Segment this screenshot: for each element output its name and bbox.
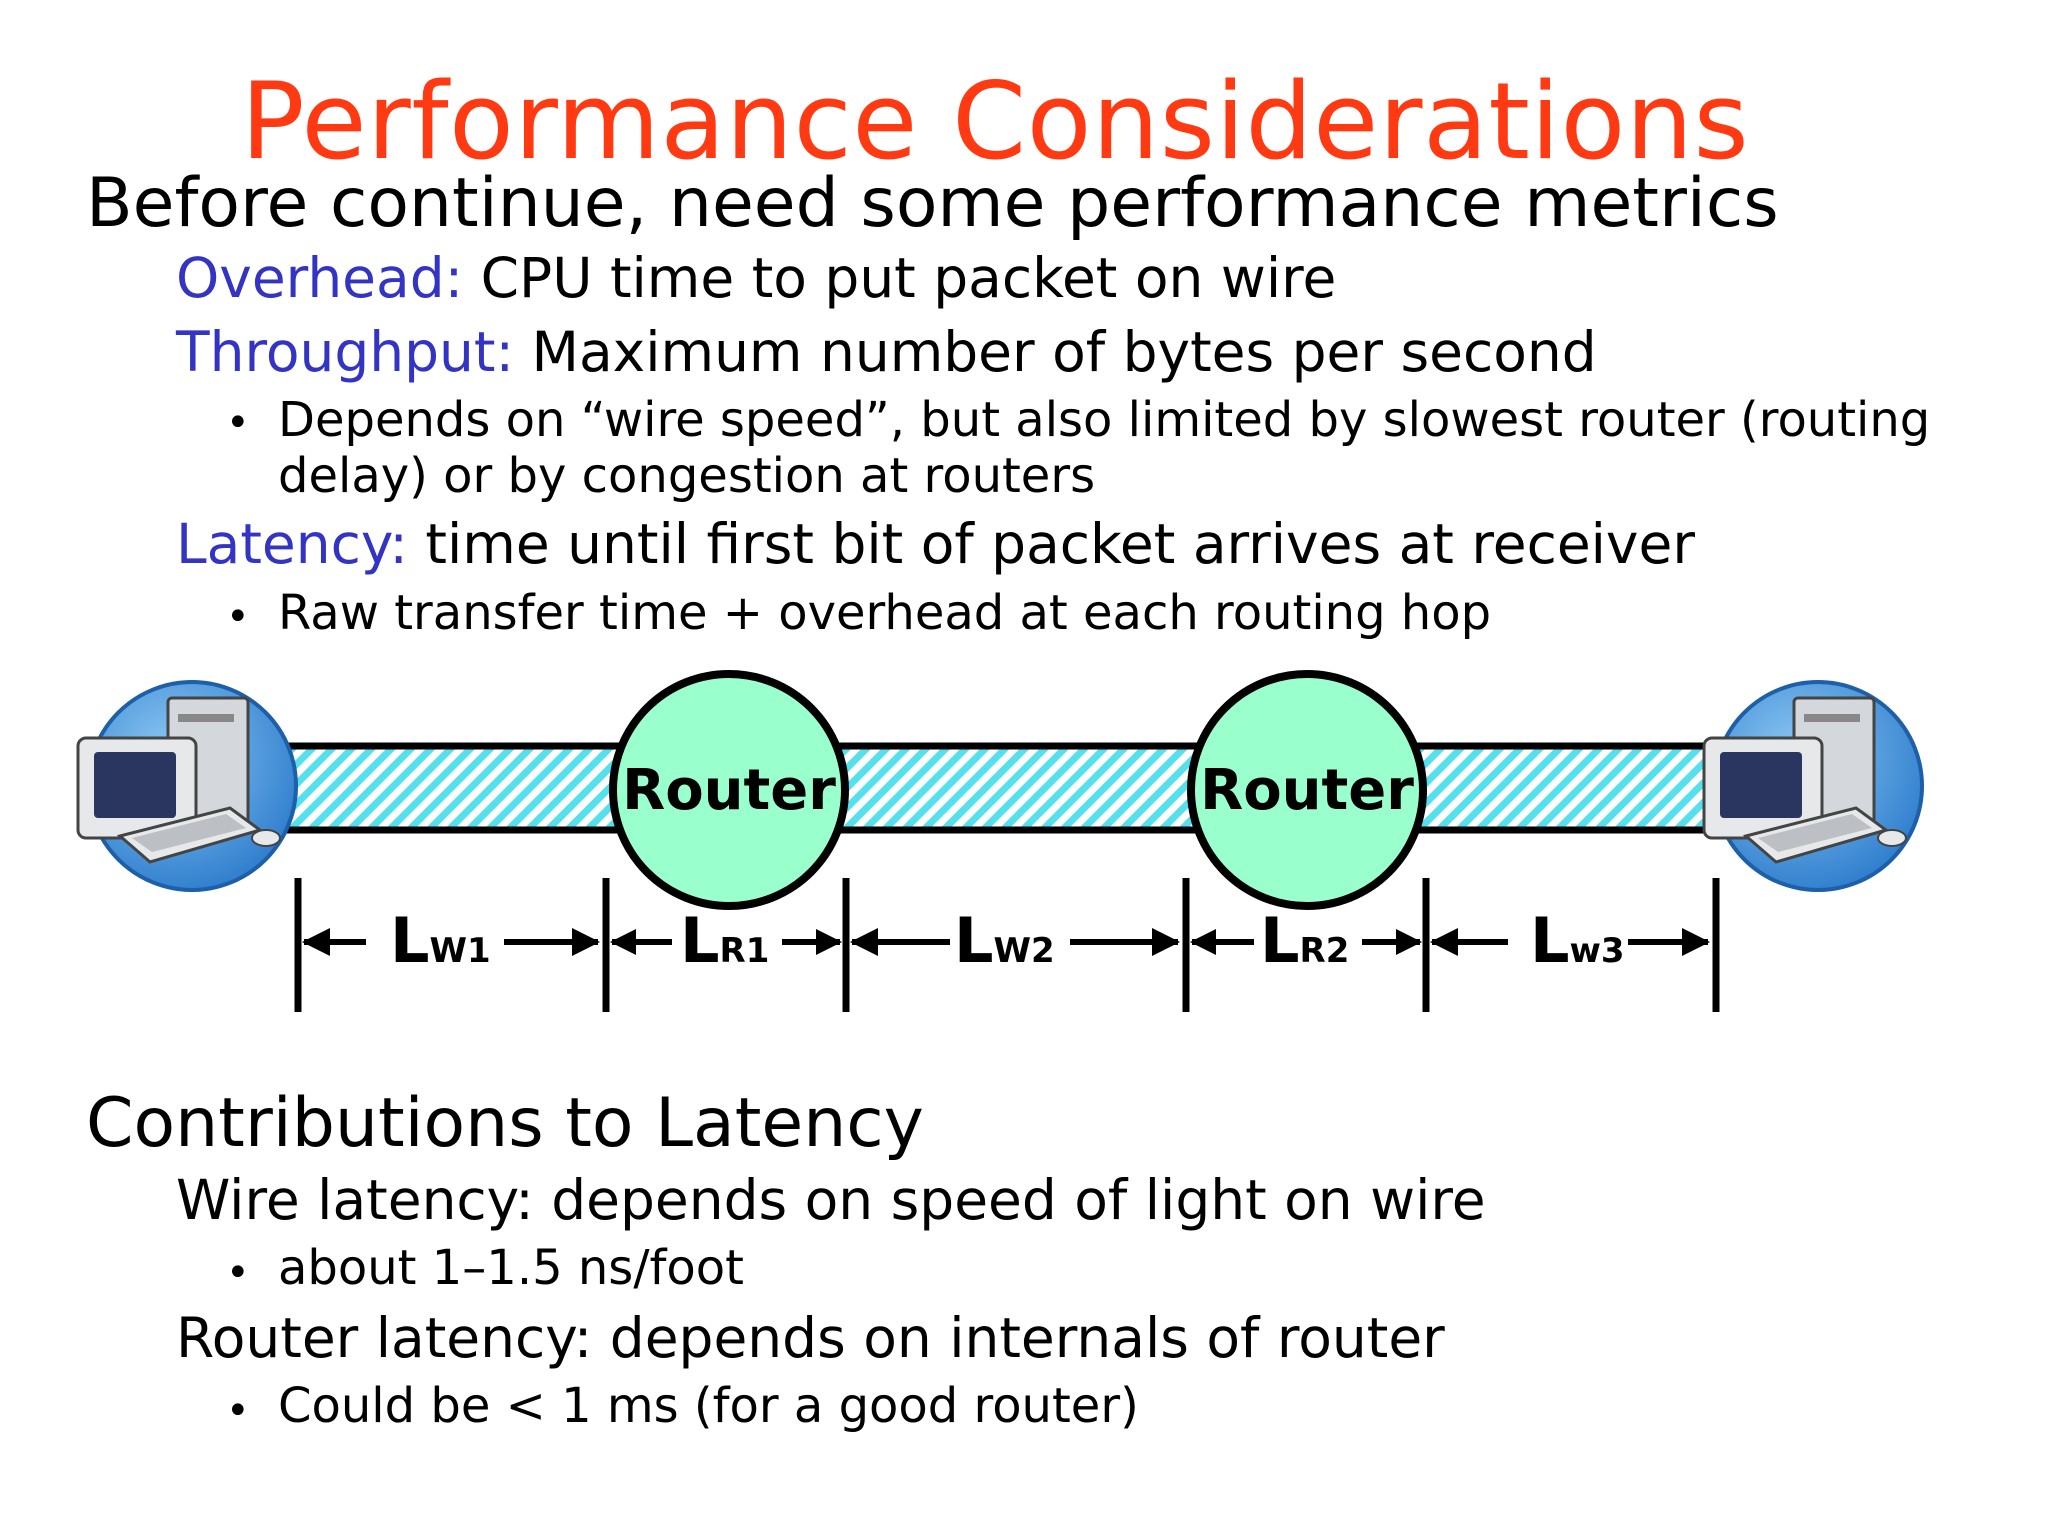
segment-lw3: Lw3 [1430,904,1710,977]
bullet-dot: • [226,1250,250,1296]
router-2: Router [1187,670,1427,910]
segment-lw1: LW1 [302,904,600,977]
throughput-line: Throughput: Maximum number of bytes per … [176,320,1597,384]
segment-label: LW1 [390,904,491,977]
segment-label: LR1 [680,904,769,977]
segment-ticks [294,878,1720,1012]
latency-line: Latency: time until first bit of packet … [176,512,1695,576]
segment-lr1: LR1 [610,904,842,977]
left-computer-icon [76,680,298,892]
overhead-line: Overhead: CPU time to put packet on wire [176,246,1336,310]
router-latency-line: Router latency: depends on internals of … [176,1306,1445,1370]
router-latency-bullet: Could be < 1 ms (for a good router) [278,1378,1139,1434]
router-1-label: Router [622,758,836,823]
latency-term: Latency: [176,512,408,576]
network-latency-diagram: Router Router LW1 LR1 [76,670,1924,1012]
bullet-dot: • [226,594,250,640]
segment-lw2: LW2 [850,904,1180,977]
router-2-label: Router [1200,758,1414,823]
overhead-desc: CPU time to put packet on wire [480,246,1337,310]
overhead-term: Overhead: [176,246,464,310]
right-computer-icon [1702,680,1924,892]
segment-label: LR2 [1260,904,1349,977]
segment-label: LW2 [954,904,1055,977]
wire-latency-line: Wire latency: depends on speed of light … [176,1168,1486,1232]
wire-latency-bullet: about 1–1.5 ns/foot [278,1240,744,1296]
throughput-bullet-line2: delay) or by congestion at routers [278,448,1096,504]
wire-link [276,742,1734,834]
contributions-heading: Contributions to Latency [86,1084,924,1163]
slide-title: Performance Considerations [240,60,1750,183]
throughput-term: Throughput: [176,320,515,384]
latency-desc: time until first bit of packet arrives a… [425,512,1695,576]
segment-lr2: LR2 [1190,904,1422,977]
router-1: Router [609,670,849,910]
segment-label: Lw3 [1530,904,1625,977]
bullet-dot: • [226,1388,250,1434]
bullet-dot: • [226,400,250,446]
throughput-desc: Maximum number of bytes per second [531,320,1597,384]
intro-line: Before continue, need some performance m… [86,164,1779,243]
throughput-bullet-line1: Depends on “wire speed”, but also limite… [278,392,1931,448]
latency-bullet: Raw transfer time + overhead at each rou… [278,585,1492,641]
